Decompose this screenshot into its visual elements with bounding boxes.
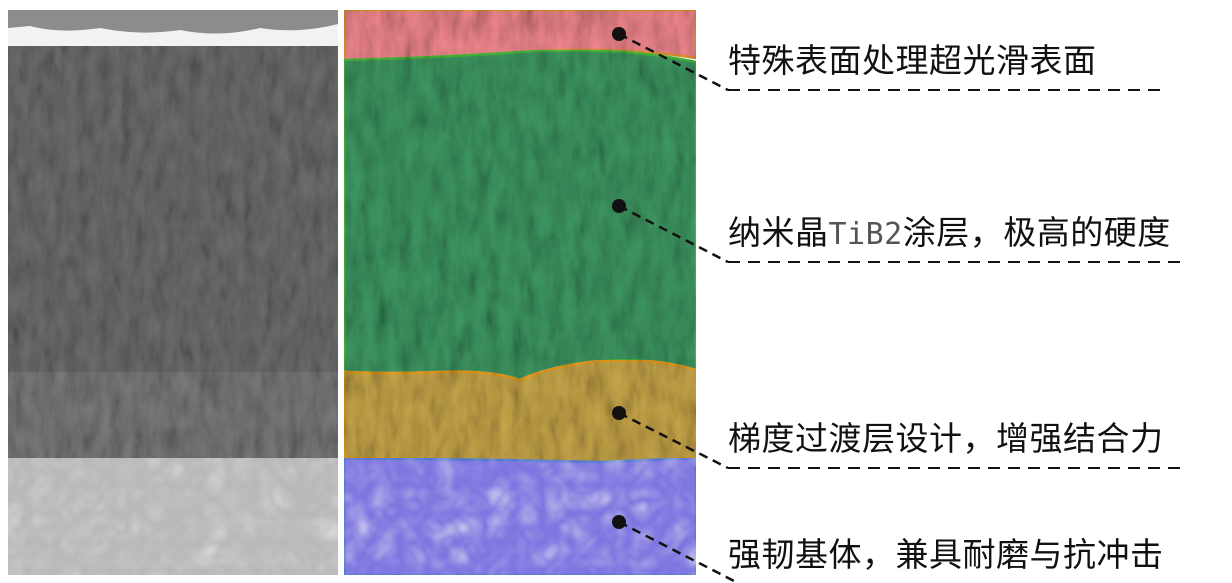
label-transition: 梯度过渡层设计，增强结合力	[728, 419, 1164, 458]
sem-substrate-region	[8, 458, 338, 575]
annotation-coating	[612, 199, 1180, 264]
annotation-substrate	[612, 515, 739, 583]
sem-micrograph	[8, 10, 338, 575]
leader-line	[618, 32, 729, 92]
colored-layers	[342, 8, 698, 577]
layer-coating	[342, 49, 698, 382]
label-substrate: 强韧基体，兼具耐磨与抗冲击	[728, 535, 1164, 574]
sem-coating-region	[8, 46, 338, 376]
sem-top-edge	[8, 10, 338, 34]
annotation-surface	[612, 27, 1165, 92]
label-coating: 纳米晶TiB2涂层，极高的硬度	[728, 206, 1171, 254]
label-surface: 特殊表面处理超光滑表面	[728, 41, 1097, 80]
leader-line	[618, 520, 739, 583]
label-coating-prefix: 纳米晶	[728, 213, 829, 252]
label-coating-suffix: 涂层，极高的硬度	[902, 213, 1171, 252]
label-coating-formula: TiB2	[828, 217, 903, 252]
layer-transition	[342, 358, 698, 464]
annotation-transition	[612, 406, 1180, 470]
leader-line	[618, 411, 729, 470]
sem-transition-region	[8, 372, 338, 458]
leader-line	[618, 204, 729, 264]
layer-substrate	[342, 456, 698, 577]
